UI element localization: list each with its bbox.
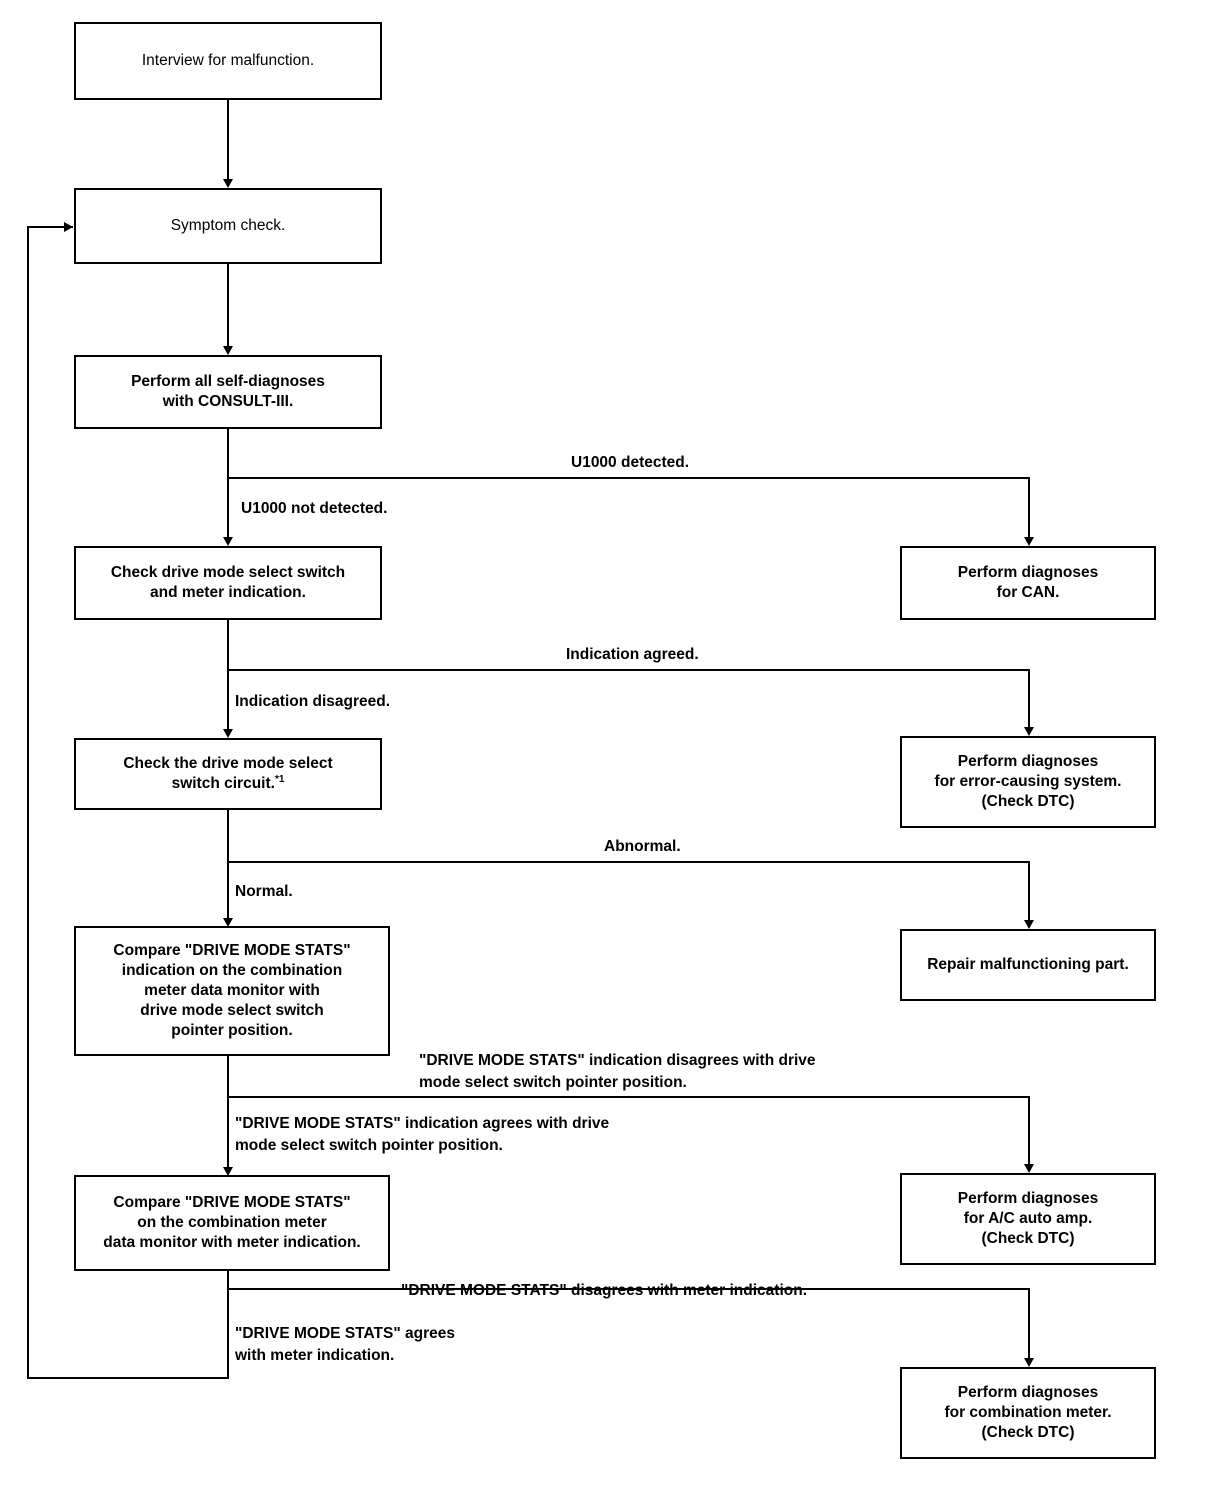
node-self-diagnoses-label: Perform all self-diagnoses with CONSULT-… — [131, 373, 325, 410]
node-diag-can-label: Perform diagnoses for CAN. — [957, 564, 1099, 601]
arrowhead-feedback-symptom-check — [64, 222, 73, 232]
node-compare-pointer-label: Compare "DRIVE MODE STATS" indication on… — [113, 942, 351, 1039]
arrowhead-diag-comb-meter — [1024, 1358, 1034, 1367]
label-stats-disagrees-pointer: "DRIVE MODE STATS" indication disagrees … — [419, 1052, 816, 1092]
node-compare-pointer[interactable]: Compare "DRIVE MODE STATS" indication on… — [74, 926, 390, 1056]
arrowhead-compare-pointer — [223, 918, 233, 927]
node-repair-part-label: Repair malfunctioning part. — [927, 956, 1129, 974]
arrowhead-check-switch-meter — [223, 537, 233, 546]
node-repair-part[interactable]: Repair malfunctioning part. — [900, 929, 1156, 1001]
node-diag-error-system[interactable]: Perform diagnoses for error-causing syst… — [900, 736, 1156, 828]
node-compare-meter-label: Compare "DRIVE MODE STATS" on the combin… — [103, 1194, 361, 1251]
arrowhead-diag-can — [1024, 537, 1034, 546]
node-symptom-check[interactable]: Symptom check. — [74, 188, 382, 264]
node-diag-can[interactable]: Perform diagnoses for CAN. — [900, 546, 1156, 620]
node-self-diagnoses[interactable]: Perform all self-diagnoses with CONSULT-… — [74, 355, 382, 429]
node-interview[interactable]: Interview for malfunction. — [74, 22, 382, 100]
label-stats-agrees-pointer: "DRIVE MODE STATS" indication agrees wit… — [235, 1115, 610, 1155]
node-compare-meter[interactable]: Compare "DRIVE MODE STATS" on the combin… — [74, 1175, 390, 1271]
label-u1000-not-detected: U1000 not detected. — [241, 500, 388, 517]
connector-selfdiag-down — [227, 429, 229, 537]
arrowhead-diag-ac-amp — [1024, 1164, 1034, 1173]
feedback-loop-top — [27, 226, 73, 228]
label-indication-agreed: Indication agreed. — [566, 646, 699, 663]
node-check-switch-meter[interactable]: Check drive mode select switch and meter… — [74, 546, 382, 620]
branch-indication-agreed-horizontal — [227, 669, 1030, 671]
node-diag-ac-amp-label: Perform diagnoses for A/C auto amp. (Che… — [957, 1190, 1099, 1247]
branch-abnormal-vertical — [1028, 861, 1030, 921]
label-abnormal: Abnormal. — [604, 838, 681, 855]
connector-interview-to-symptom — [227, 100, 229, 179]
label-indication-disagreed: Indication disagreed. — [235, 693, 391, 710]
label-u1000-detected: U1000 detected. — [571, 454, 690, 471]
connector-comparepointer-down — [227, 1056, 229, 1167]
arrowhead-symptom-check — [223, 179, 233, 188]
node-symptom-check-label: Symptom check. — [170, 217, 286, 235]
node-interview-label: Interview for malfunction. — [141, 52, 315, 70]
connector-checkswitch-down — [227, 620, 229, 729]
node-diag-error-system-label: Perform diagnoses for error-causing syst… — [934, 753, 1122, 810]
branch-stats-disagree-pointer-vertical — [1028, 1096, 1030, 1164]
node-check-switch-meter-label: Check drive mode select switch and meter… — [110, 564, 346, 601]
connector-checkcircuit-down — [227, 810, 229, 918]
node-diag-comb-meter[interactable]: Perform diagnoses for combination meter.… — [900, 1367, 1156, 1459]
branch-u1000-detected-vertical — [1028, 477, 1030, 537]
arrowhead-self-diagnoses — [223, 346, 233, 355]
connector-symptom-to-selfdiag — [227, 264, 229, 346]
label-normal: Normal. — [235, 883, 293, 900]
branch-stats-disagree-meter-vertical — [1028, 1288, 1030, 1358]
arrowhead-diag-error-system — [1024, 727, 1034, 736]
node-check-circuit-label: Check the drive mode select switch circu… — [123, 755, 333, 793]
branch-indication-agreed-vertical — [1028, 669, 1030, 727]
branch-u1000-detected-horizontal — [227, 477, 1030, 479]
branch-stats-disagree-pointer-horizontal — [227, 1096, 1030, 1098]
arrowhead-check-circuit — [223, 729, 233, 738]
connector-comparemeter-down — [227, 1271, 229, 1379]
branch-stats-disagree-meter-horizontal — [227, 1288, 1030, 1290]
node-check-circuit[interactable]: Check the drive mode select switch circu… — [74, 738, 382, 810]
feedback-loop-bottom — [27, 1377, 229, 1379]
node-diag-comb-meter-label: Perform diagnoses for combination meter.… — [944, 1384, 1112, 1441]
label-stats-disagrees-meter: "DRIVE MODE STATS" disagrees with meter … — [401, 1282, 807, 1299]
arrowhead-repair-part — [1024, 920, 1034, 929]
branch-abnormal-horizontal — [227, 861, 1030, 863]
feedback-loop-left — [27, 226, 29, 1379]
node-check-circuit-footnote: *1 — [274, 773, 285, 785]
node-diag-ac-amp[interactable]: Perform diagnoses for A/C auto amp. (Che… — [900, 1173, 1156, 1265]
arrowhead-compare-meter — [223, 1167, 233, 1176]
label-stats-agrees-meter: "DRIVE MODE STATS" agrees with meter ind… — [235, 1325, 455, 1365]
